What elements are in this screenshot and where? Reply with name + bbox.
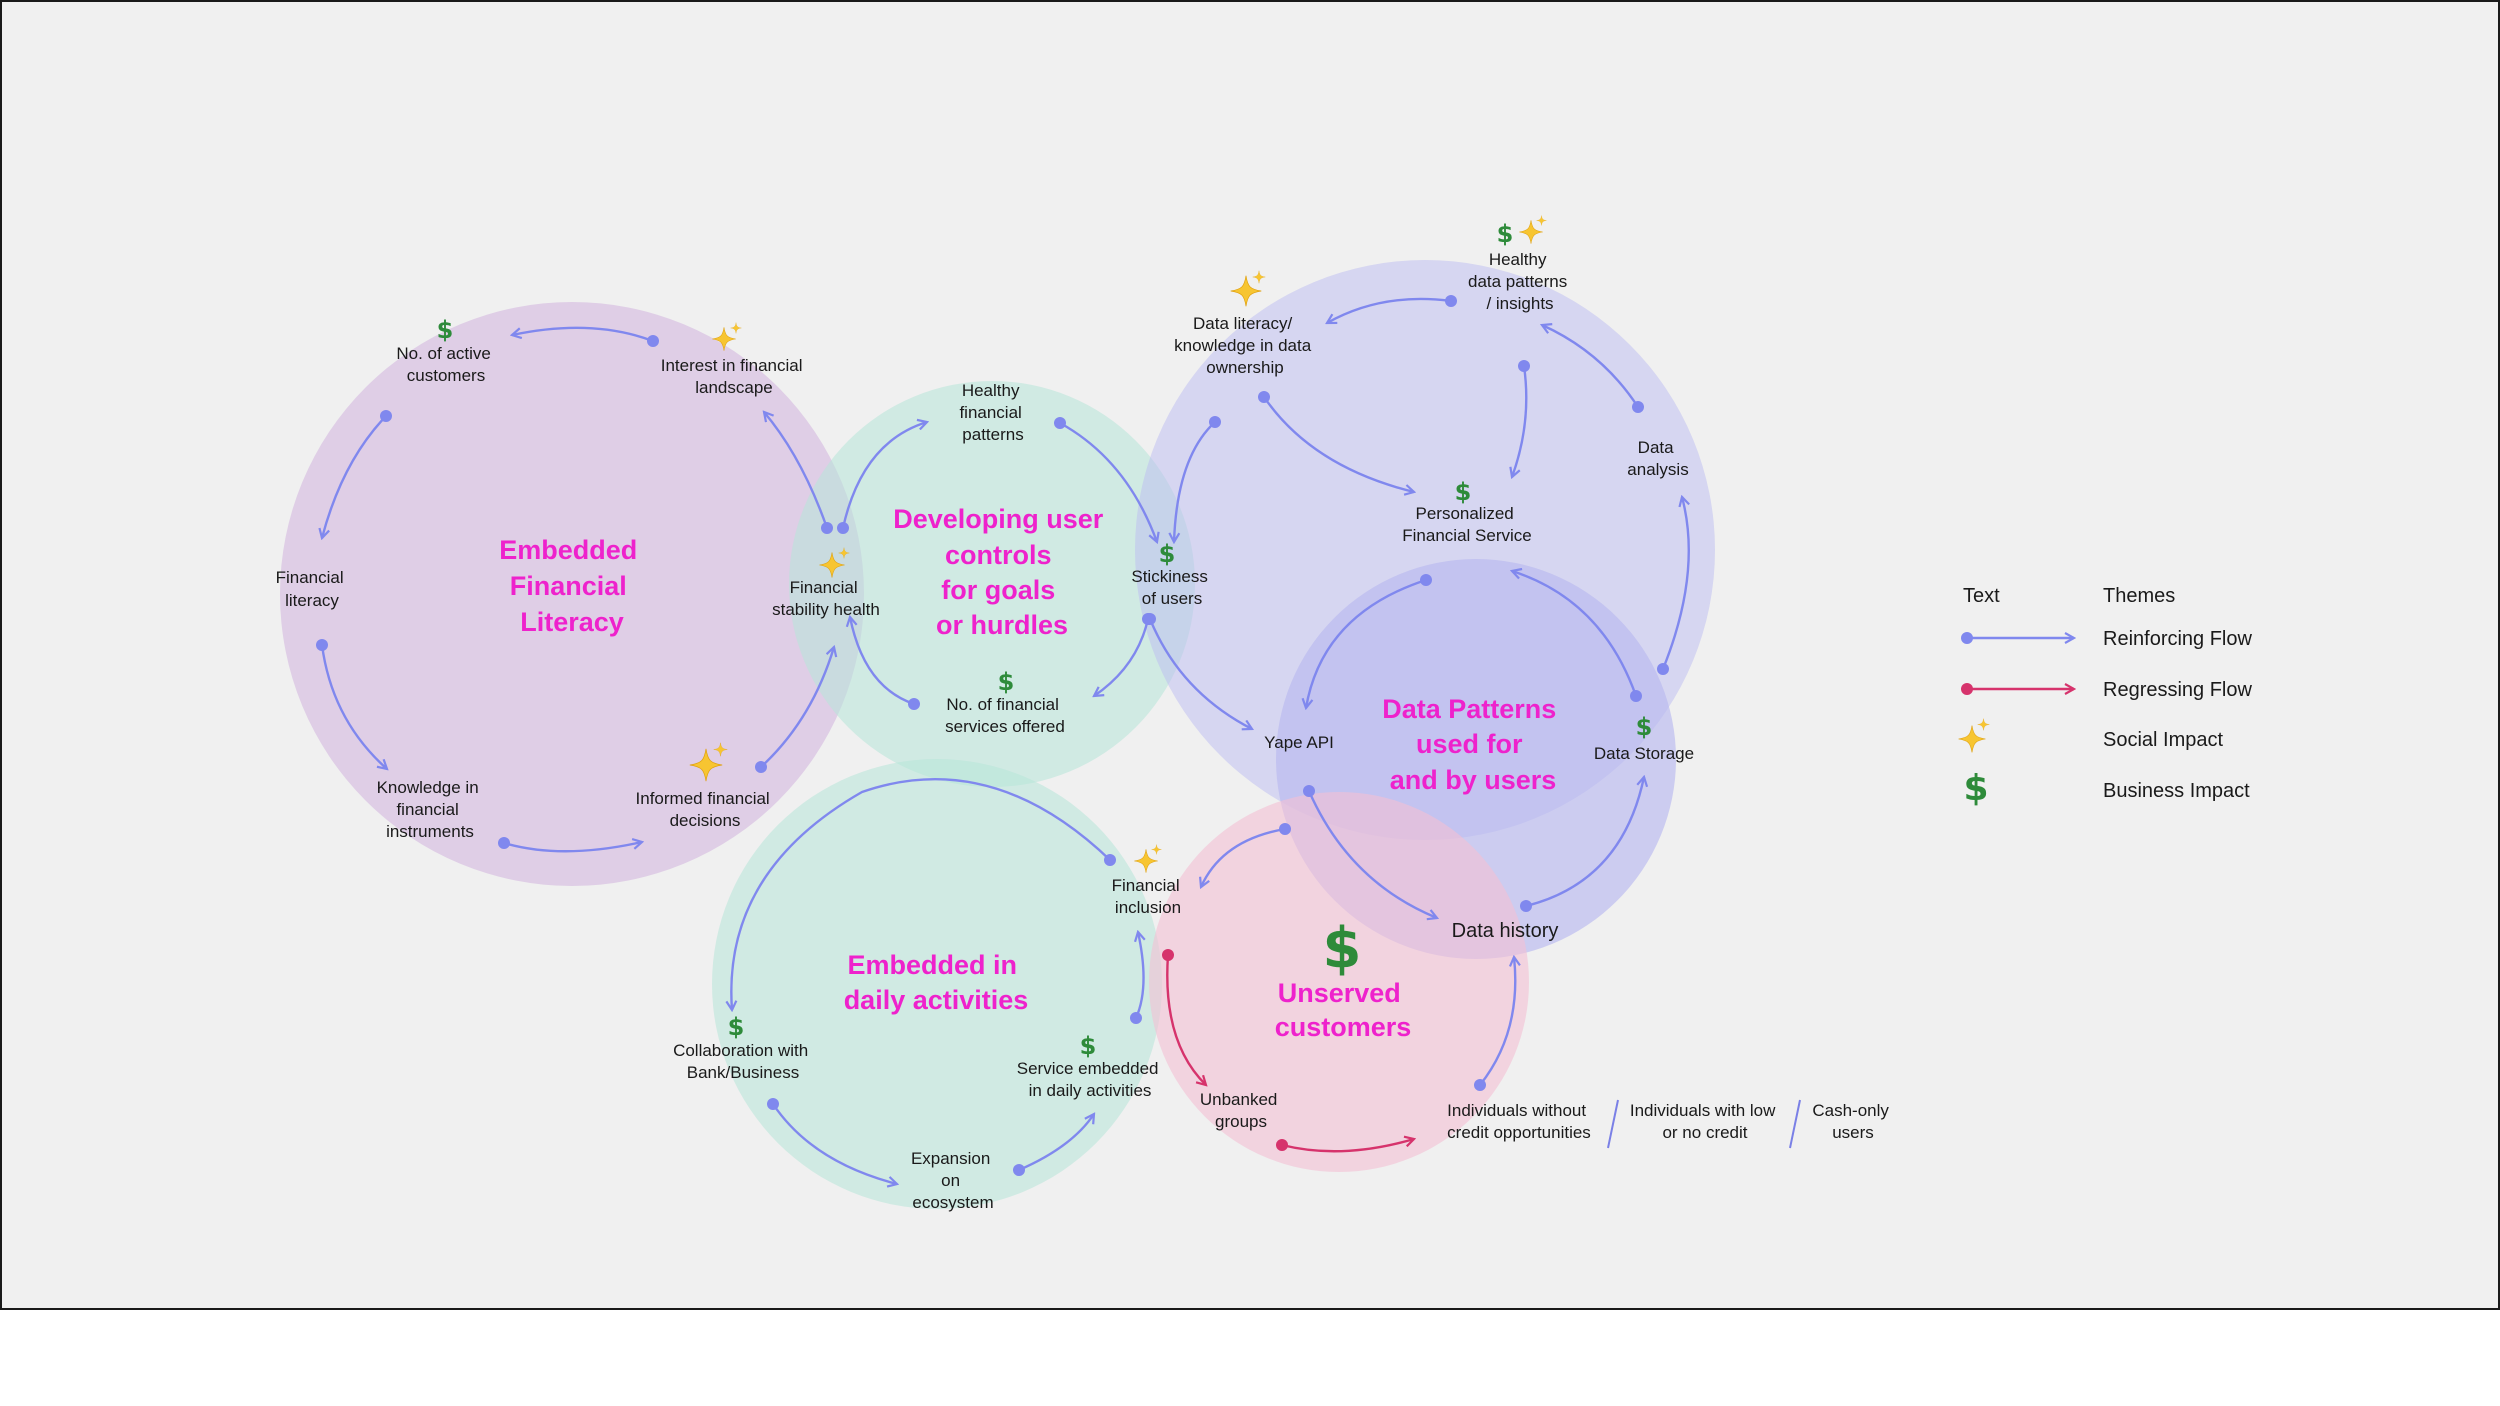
node-cash-only: Cash-only users [1812, 1101, 1893, 1142]
dollar-icon: $ [437, 316, 454, 344]
sparkle-icon [1519, 215, 1547, 244]
node-data-analysis: Data analysis [1627, 438, 1688, 479]
node-data-literacy: Data literacy/ knowledge in data ownersh… [1174, 314, 1316, 377]
node-yape-api: Yape API [1264, 733, 1334, 752]
dollar-icon: $ [1455, 478, 1472, 506]
node-interest-landscape: Interest in financial landscape [661, 356, 807, 397]
node-data-storage: Data Storage [1594, 744, 1694, 763]
regressing-flows [1162, 949, 1414, 1153]
reinforcing-flows [316, 295, 1690, 1184]
legend-regressing-dot [1961, 683, 1973, 695]
theme-label-unserved: Unserved customers [1275, 978, 1412, 1042]
dollar-icon: $ [1080, 1032, 1097, 1060]
node-services-offered: No. of financial services offered [945, 695, 1065, 736]
dollar-icon: $ [1963, 768, 1988, 809]
node-no-credit-opps: Individuals without credit opportunities [1447, 1101, 1591, 1142]
node-stability-health: Financial stability health [772, 578, 880, 619]
node-low-credit: Individuals with low or no credit [1630, 1101, 1780, 1142]
node-informed-decisions: Informed financial decisions [636, 789, 775, 830]
sparkle-icon [1134, 844, 1162, 873]
legend-col-text: Text [1963, 585, 2000, 607]
dollar-icon: $ [1323, 916, 1362, 981]
theme-label-daily-activities: Embedded in daily activities [844, 950, 1029, 1015]
legend-reinforcing-label: Reinforcing Flow [2103, 628, 2253, 650]
theme-circle-daily-activities [712, 759, 1162, 1209]
theme-circle-unserved [1149, 792, 1529, 1172]
causal-loop-diagram: Embedded Financial Literacy Developing u… [276, 215, 2253, 1212]
legend: Text Themes Reinforcing Flow Regressing … [1958, 585, 2253, 809]
sparkle-icon [1958, 718, 1990, 753]
node-personalized-service: Personalized Financial Service [1402, 504, 1531, 545]
theme-label-data-patterns: Data Patterns used for and by users [1382, 694, 1564, 795]
node-active-customers: No. of active customers [396, 344, 495, 385]
separator [1607, 1099, 1619, 1149]
dollar-icon: $ [1636, 713, 1653, 741]
node-knowledge-instruments: Knowledge in financial instruments [377, 778, 484, 841]
node-unbanked: Unbanked groups [1200, 1090, 1282, 1131]
dollar-icon: $ [1159, 540, 1176, 568]
theme-label-user-controls: Developing user controls for goals or hu… [893, 504, 1111, 640]
node-data-history: Data history [1452, 920, 1559, 942]
dollar-icon: $ [1497, 220, 1514, 248]
node-financial-literacy: Financial literacy [276, 568, 349, 610]
node-stickiness: Stickiness of users [1131, 567, 1212, 608]
legend-regressing-label: Regressing Flow [2103, 679, 2253, 701]
dollar-icon: $ [728, 1013, 745, 1041]
node-service-embedded: Service embedded in daily activities [1017, 1059, 1164, 1100]
node-collaboration: Collaboration with Bank/Business [673, 1041, 813, 1082]
legend-social-label: Social Impact [2103, 729, 2223, 751]
theme-label-financial-literacy: Embedded Financial Literacy [499, 535, 645, 637]
legend-col-themes: Themes [2103, 585, 2175, 607]
legend-business-label: Business Impact [2103, 780, 2250, 802]
separator [1789, 1099, 1801, 1149]
node-expansion: Expansion on ecosystem [911, 1149, 995, 1212]
dollar-icon: $ [998, 668, 1015, 696]
node-healthy-data: Healthy data patterns / insights [1468, 250, 1572, 313]
theme-circle-user-controls [789, 381, 1195, 787]
legend-reinforcing-dot [1961, 632, 1973, 644]
business-impact-icons: $ $ $ $ $ $ $ $ $ [437, 220, 1653, 1060]
sparkle-icon [1230, 270, 1266, 307]
diagram-canvas: Embedded Financial Literacy Developing u… [0, 0, 2500, 1310]
node-financial-inclusion: Financial inclusion [1112, 876, 1185, 917]
node-healthy-patterns: Healthy financial patterns [959, 381, 1026, 444]
theme-circle-financial-literacy [280, 302, 864, 886]
